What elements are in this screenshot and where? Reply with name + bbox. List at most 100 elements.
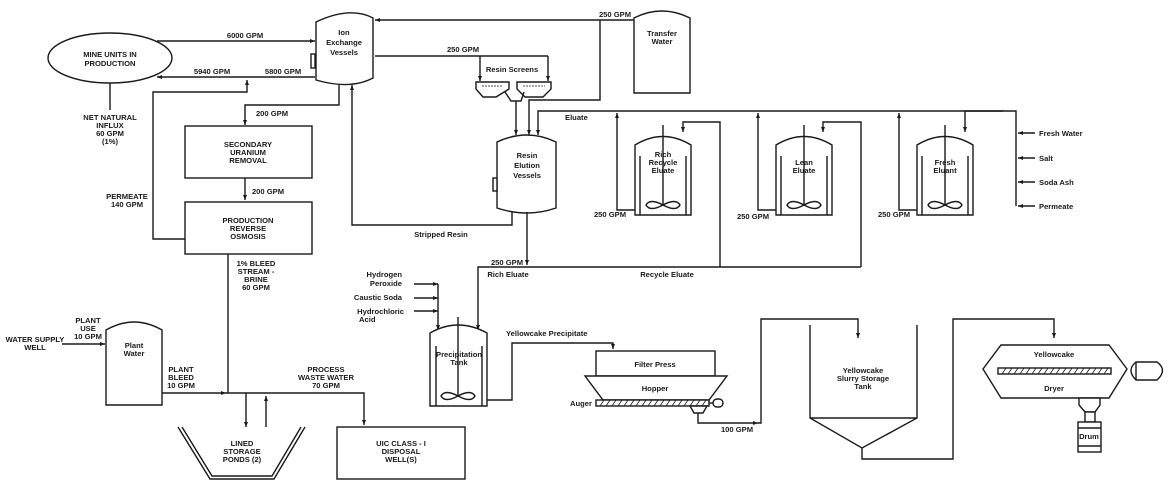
svg-text:Auger: Auger <box>570 399 592 408</box>
rich-eluate-label: Rich Eluate <box>487 270 528 279</box>
yellowcake-precipitate-label: Yellowcake Precipitate <box>506 329 587 338</box>
svg-text:Lean: Lean <box>795 158 813 167</box>
svg-text:Vessels: Vessels <box>513 171 541 180</box>
svg-text:Ion: Ion <box>338 28 350 37</box>
ion-exchange-vessels: Ion Exchange Vessels <box>310 12 374 86</box>
svg-text:60 GPM: 60 GPM <box>242 283 270 292</box>
flow-recycle-to-rich <box>681 121 721 267</box>
yellowcake-dryer: Yellowcake Dryer <box>982 344 1164 399</box>
flow-label-rich-250: 250 GPM <box>594 210 626 219</box>
flow-to-dryer <box>861 318 1056 460</box>
resin-screens <box>475 81 552 102</box>
svg-text:10 GPM: 10 GPM <box>74 332 102 341</box>
svg-text:Tank: Tank <box>854 382 872 391</box>
svg-text:Eluant: Eluant <box>933 166 957 175</box>
svg-text:Yellowcake: Yellowcake <box>843 366 884 375</box>
flow-to-slurry-tank <box>758 318 860 424</box>
reagent-soda-ash: Soda Ash <box>1039 178 1074 187</box>
svg-text:OSMOSIS: OSMOSIS <box>230 232 265 241</box>
yellowcake-slurry-storage-tank: Yellowcake Slurry Storage Tank <box>809 325 918 449</box>
svg-text:Hopper: Hopper <box>642 384 669 393</box>
mine-units-label-1: MINE UNITS IN <box>83 50 137 59</box>
drum: Drum <box>1077 397 1102 453</box>
flow-label-100: 100 GPM <box>721 425 753 434</box>
eluate-label: Eluate <box>565 113 588 122</box>
svg-text:SECONDARY: SECONDARY <box>224 140 272 149</box>
svg-text:NET NATURAL: NET NATURAL <box>83 113 137 122</box>
plant-use-label: PLANT USE 10 GPM <box>74 316 102 341</box>
net-natural-influx-label: NET NATURAL INFLUX 60 GPM (1%) <box>83 113 137 146</box>
svg-text:Drum: Drum <box>1079 432 1099 441</box>
svg-text:PONDS (2): PONDS (2) <box>223 455 262 464</box>
svg-text:PROCESS: PROCESS <box>307 365 344 374</box>
flow-hopper-out <box>697 413 758 425</box>
plant-bleed-label: PLANT BLEED 10 GPM <box>167 365 195 390</box>
svg-text:USE: USE <box>80 324 96 333</box>
hopper: Hopper <box>583 375 729 401</box>
svg-text:Peroxide: Peroxide <box>370 279 402 288</box>
permeate-label-1: PERMEATE <box>106 192 148 201</box>
precipitation-tank: Precipitation Tank <box>429 317 488 407</box>
resin-elution-vessels: Resin Elution Vessels <box>492 134 557 214</box>
svg-text:Transfer: Transfer <box>647 29 677 38</box>
svg-text:Slurry Storage: Slurry Storage <box>837 374 889 383</box>
production-reverse-osmosis: PRODUCTION REVERSE OSMOSIS <box>184 201 313 255</box>
water-supply-well-label: WATER SUPPLY WELL <box>6 335 65 352</box>
lined-storage-ponds: LINED STORAGE PONDS (2) <box>177 426 306 480</box>
svg-text:DISPOSAL: DISPOSAL <box>382 447 421 456</box>
svg-text:UIC CLASS - I: UIC CLASS - I <box>376 439 426 448</box>
svg-text:REVERSE: REVERSE <box>230 224 266 233</box>
svg-text:Eluate: Eluate <box>652 166 675 175</box>
svg-text:BLEED: BLEED <box>168 373 194 382</box>
flow-label-5940: 5940 GPM <box>194 67 230 76</box>
flow-fresh-out <box>897 113 917 211</box>
svg-text:Recycle: Recycle <box>649 158 678 167</box>
svg-text:Vessels: Vessels <box>330 48 358 57</box>
plant-water-tank: Plant Water <box>105 321 163 406</box>
svg-text:Acid: Acid <box>359 315 376 324</box>
flow-rich-eluate <box>476 266 861 330</box>
reagent-salt: Salt <box>1039 154 1053 163</box>
eluant-reagents: Fresh Water Salt Soda Ash Permeate <box>1018 129 1083 211</box>
svg-text:Filter Press: Filter Press <box>634 360 675 369</box>
svg-text:BRINE: BRINE <box>244 275 268 284</box>
flow-rich-recycle-out <box>615 113 635 211</box>
mine-units-label-2: PRODUCTION <box>84 59 135 68</box>
flow-recycle-to-lean <box>821 121 862 267</box>
precipitation-reagents: Hydrogen Peroxide Caustic Soda Hydrochlo… <box>354 270 440 330</box>
flow-label-200-a: 200 GPM <box>256 109 288 118</box>
process-waste-water-label: PROCESS WASTE WATER 70 GPM <box>298 365 354 390</box>
svg-text:1% BLEED: 1% BLEED <box>237 259 276 268</box>
svg-text:STREAM -: STREAM - <box>238 267 275 276</box>
svg-text:LINED: LINED <box>231 439 254 448</box>
reagent-fresh-water: Fresh Water <box>1039 129 1083 138</box>
svg-text:Dryer: Dryer <box>1044 384 1064 393</box>
svg-text:(1%): (1%) <box>102 137 119 146</box>
svg-text:Eluate: Eluate <box>793 166 816 175</box>
flow-label-200-b: 200 GPM <box>252 187 284 196</box>
flow-label-screens-250: 250 GPM <box>447 45 479 54</box>
recycle-eluate-label: Recycle Eluate <box>640 270 694 279</box>
flow-stripped-resin <box>350 85 513 226</box>
mine-units-in-production: MINE UNITS IN PRODUCTION <box>47 32 173 84</box>
flow-eluate-header <box>536 110 1003 135</box>
uic-class-i-disposal-well: UIC CLASS - I DISPOSAL WELL(S) <box>336 426 466 480</box>
lean-eluate-tank: Lean Eluate <box>775 125 833 216</box>
svg-text:Rich: Rich <box>655 150 672 159</box>
flow-permeate <box>152 80 249 240</box>
flow-label-5800: 5800 GPM <box>265 67 301 76</box>
flow-reagents-to-fresh <box>963 110 1017 206</box>
flow-label-6000: 6000 GPM <box>227 31 263 40</box>
flow-label-fresh-250: 250 GPM <box>878 210 910 219</box>
flow-yellowcake-precipitate <box>487 342 615 401</box>
flow-transfer-to-elution <box>527 20 601 135</box>
flow-process-waste <box>226 392 366 425</box>
svg-text:WELL(S): WELL(S) <box>385 455 417 464</box>
rich-recycle-eluate-tank: Rich Recycle Eluate <box>634 125 692 216</box>
svg-text:REMOVAL: REMOVAL <box>229 156 267 165</box>
svg-text:WELL: WELL <box>24 343 46 352</box>
svg-text:Water: Water <box>124 349 145 358</box>
flow-label-lean-250: 250 GPM <box>737 212 769 221</box>
svg-text:60 GPM: 60 GPM <box>96 129 124 138</box>
